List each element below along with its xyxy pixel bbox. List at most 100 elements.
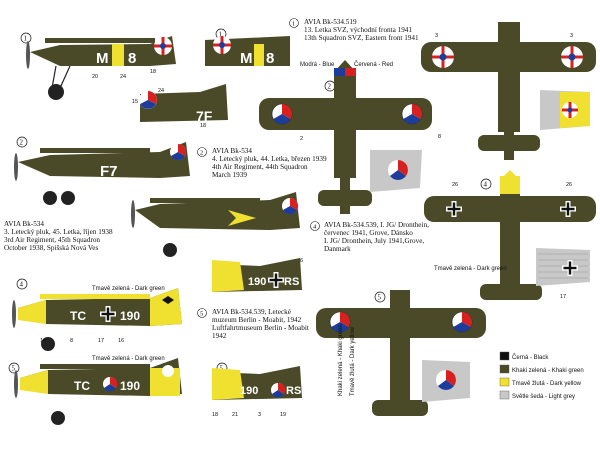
caption-5-line-1: AVIA Bk-534.539, Letecké: [212, 308, 291, 316]
caption-1-line-3: 13th Squadron SVZ, Eastern front 1941: [304, 34, 419, 42]
profile-4-top-view: 4 26 26 Tmavě zelená - Dark green: [424, 170, 596, 300]
profile-2-fuselage-code: F7: [100, 163, 118, 180]
profile-3-side: [131, 192, 300, 257]
profile-5-tail-code-a: 190: [240, 385, 258, 397]
profile-1-side: 1 M 8 20 24 18: [20, 32, 176, 100]
caption-4-line-4: Danmark: [324, 245, 351, 253]
profile-1-marker: 1: [24, 35, 28, 43]
svg-text:18: 18: [212, 412, 218, 418]
caption-5-line-3: Luftfahrtmuseum Berlin - Moabit: [212, 324, 309, 332]
svg-text:21: 21: [232, 412, 238, 418]
caption-2-line-1: AVIA Bk-534: [212, 147, 252, 155]
profile-5b-marker: 5: [220, 365, 224, 373]
caption-3-line-4: October 1938, Spišská Nová Ves: [4, 244, 98, 252]
profile-4-side-code-left: TC: [70, 309, 86, 323]
tail-detail-german: 17: [536, 248, 590, 300]
svg-text:24: 24: [120, 74, 126, 80]
svg-text:18: 18: [150, 69, 156, 75]
label-dark-green-2: Tmavě zelená - Dark green: [92, 356, 165, 362]
svg-text:26: 26: [452, 182, 458, 188]
profile-2-top-view: 2 Modrá - Blue Červená - Red 2 8: [259, 60, 441, 214]
svg-text:17: 17: [98, 338, 104, 344]
profile-2-tail-code: 7F: [196, 108, 213, 124]
label-khaki-green-rotated: Khaki zelená - Khaki green: [338, 324, 344, 396]
svg-text:6: 6: [300, 258, 303, 264]
svg-text:14: 14: [40, 338, 46, 344]
legend-black-label: Černá - Black: [512, 354, 549, 361]
legend-khaki-green-swatch: [499, 364, 510, 374]
profile-4-side-code-right: 190: [120, 309, 140, 323]
profile-4-tail: 190 RS 6: [212, 258, 303, 292]
label-modra-blue: Modrá - Blue: [300, 62, 335, 68]
profile-2b-marker: 2: [328, 83, 332, 91]
caption-1-line-1: AVIA Bk-534.519: [304, 18, 357, 26]
caption-4-line-3: I. JG/ Dronthein, July 1941,Grove,: [324, 237, 424, 245]
legend-dark-yellow-swatch: [499, 377, 510, 387]
profile-1b-marker: 1: [219, 31, 223, 39]
svg-text:16: 16: [118, 338, 124, 344]
svg-text:8: 8: [70, 338, 73, 344]
profile-1-code-left: M: [96, 50, 109, 67]
caption-4-marker: 4: [313, 224, 317, 231]
label-dark-green-3: Tmavě zelená - Dark green: [434, 266, 507, 272]
profile-4-side: 4 Tmavě zelená - Dark green TC 190 14 8 …: [12, 278, 182, 351]
profile-1b-side: 1 M 8: [205, 28, 290, 67]
profile-1b-code-right: 8: [266, 50, 274, 67]
legend-dark-yellow-label: Tmavě žlutá - Dark yellow: [512, 381, 582, 387]
profile-5-top-view: 5 Khaki zelená - Khaki green Tmavě žlutá…: [316, 290, 486, 416]
caption-1-marker: 1: [292, 21, 295, 28]
legend-black-swatch: [499, 351, 510, 361]
profile-4-marker: 4: [20, 281, 24, 289]
profile-4-tail-code-b: RS: [284, 276, 299, 288]
legend-khaki-green-label: Khaki zelená - Khaki green: [512, 368, 584, 374]
profile-1b-code-left: M: [240, 50, 253, 67]
caption-5-line-4: 1942: [212, 332, 227, 340]
profile-5-tail-code-b: RS: [286, 385, 301, 397]
caption-3-line-2: 3. Letecký pluk, 45. Letka, říjen 1938: [4, 228, 113, 236]
svg-text:24: 24: [158, 88, 164, 94]
tail-detail-grey: [370, 150, 422, 192]
svg-text:3: 3: [258, 412, 261, 418]
profile-1-top-view: 3 3: [421, 22, 596, 160]
profile-5-side-code-right: 190: [120, 379, 140, 393]
caption-4-line-1: AVIA Bk-534.539, I. JG/ Dronthein,: [324, 221, 429, 229]
caption-2-line-2: 4. Letecký pluk, 44. Letka, březen 1939: [212, 155, 327, 163]
label-cervena-red: Červená - Red: [354, 61, 393, 68]
profile-2-marker: 2: [20, 139, 24, 147]
svg-text:2: 2: [300, 136, 303, 142]
label-dark-green-1: Tmavě zelená - Dark green: [92, 286, 165, 292]
svg-text:18: 18: [200, 123, 206, 129]
svg-text:26: 26: [566, 182, 572, 188]
svg-text:15: 15: [132, 99, 138, 105]
profile-1-code-right: 8: [128, 50, 136, 67]
label-dark-yellow-rotated: Tmavě žlutá - Dark yellow: [350, 326, 356, 396]
legend-light-grey-label: Světle šedá - Light grey: [512, 394, 575, 400]
svg-text:19: 19: [280, 412, 286, 418]
caption-4-line-2: červenec 1941, Grove, Dánsko: [324, 229, 413, 237]
profile-2-side: 2 F7: [14, 136, 190, 205]
svg-text:3: 3: [570, 33, 573, 39]
profile-5-side-code-left: TC: [74, 379, 90, 393]
caption-2-line-3: 4th Air Regiment, 44th Squadron: [212, 163, 308, 171]
svg-text:20: 20: [92, 74, 98, 80]
caption-3-line-3: 3rd Air Regiment, 45th Squadron: [4, 236, 100, 244]
caption-5-marker: 5: [200, 311, 203, 318]
caption-2-line-4: March 1939: [212, 171, 247, 179]
profile-2-tail: 7F 15 24 18: [132, 84, 228, 129]
svg-text:17: 17: [560, 294, 566, 300]
profile-4-tail-code-a: 190: [248, 276, 266, 288]
caption-2-marker: 2: [200, 150, 203, 157]
caption-1-line-2: 13. Letka SVZ, východní fronta 1941: [304, 26, 412, 34]
legend-light-grey-swatch: [499, 390, 510, 400]
caption-3-line-1: AVIA Bk-534: [4, 220, 44, 228]
profile-5-side: 5 Tmavě zelená - Dark green TC 190: [8, 356, 182, 425]
caption-5-line-2: muzeum Berlin - Moabit, 1942: [212, 316, 302, 324]
svg-text:8: 8: [438, 134, 441, 140]
profile-5-top-marker: 5: [378, 294, 382, 302]
profile-4-top-marker: 4: [484, 181, 488, 189]
tail-detail-yellow: [540, 90, 590, 130]
svg-text:3: 3: [435, 33, 438, 39]
